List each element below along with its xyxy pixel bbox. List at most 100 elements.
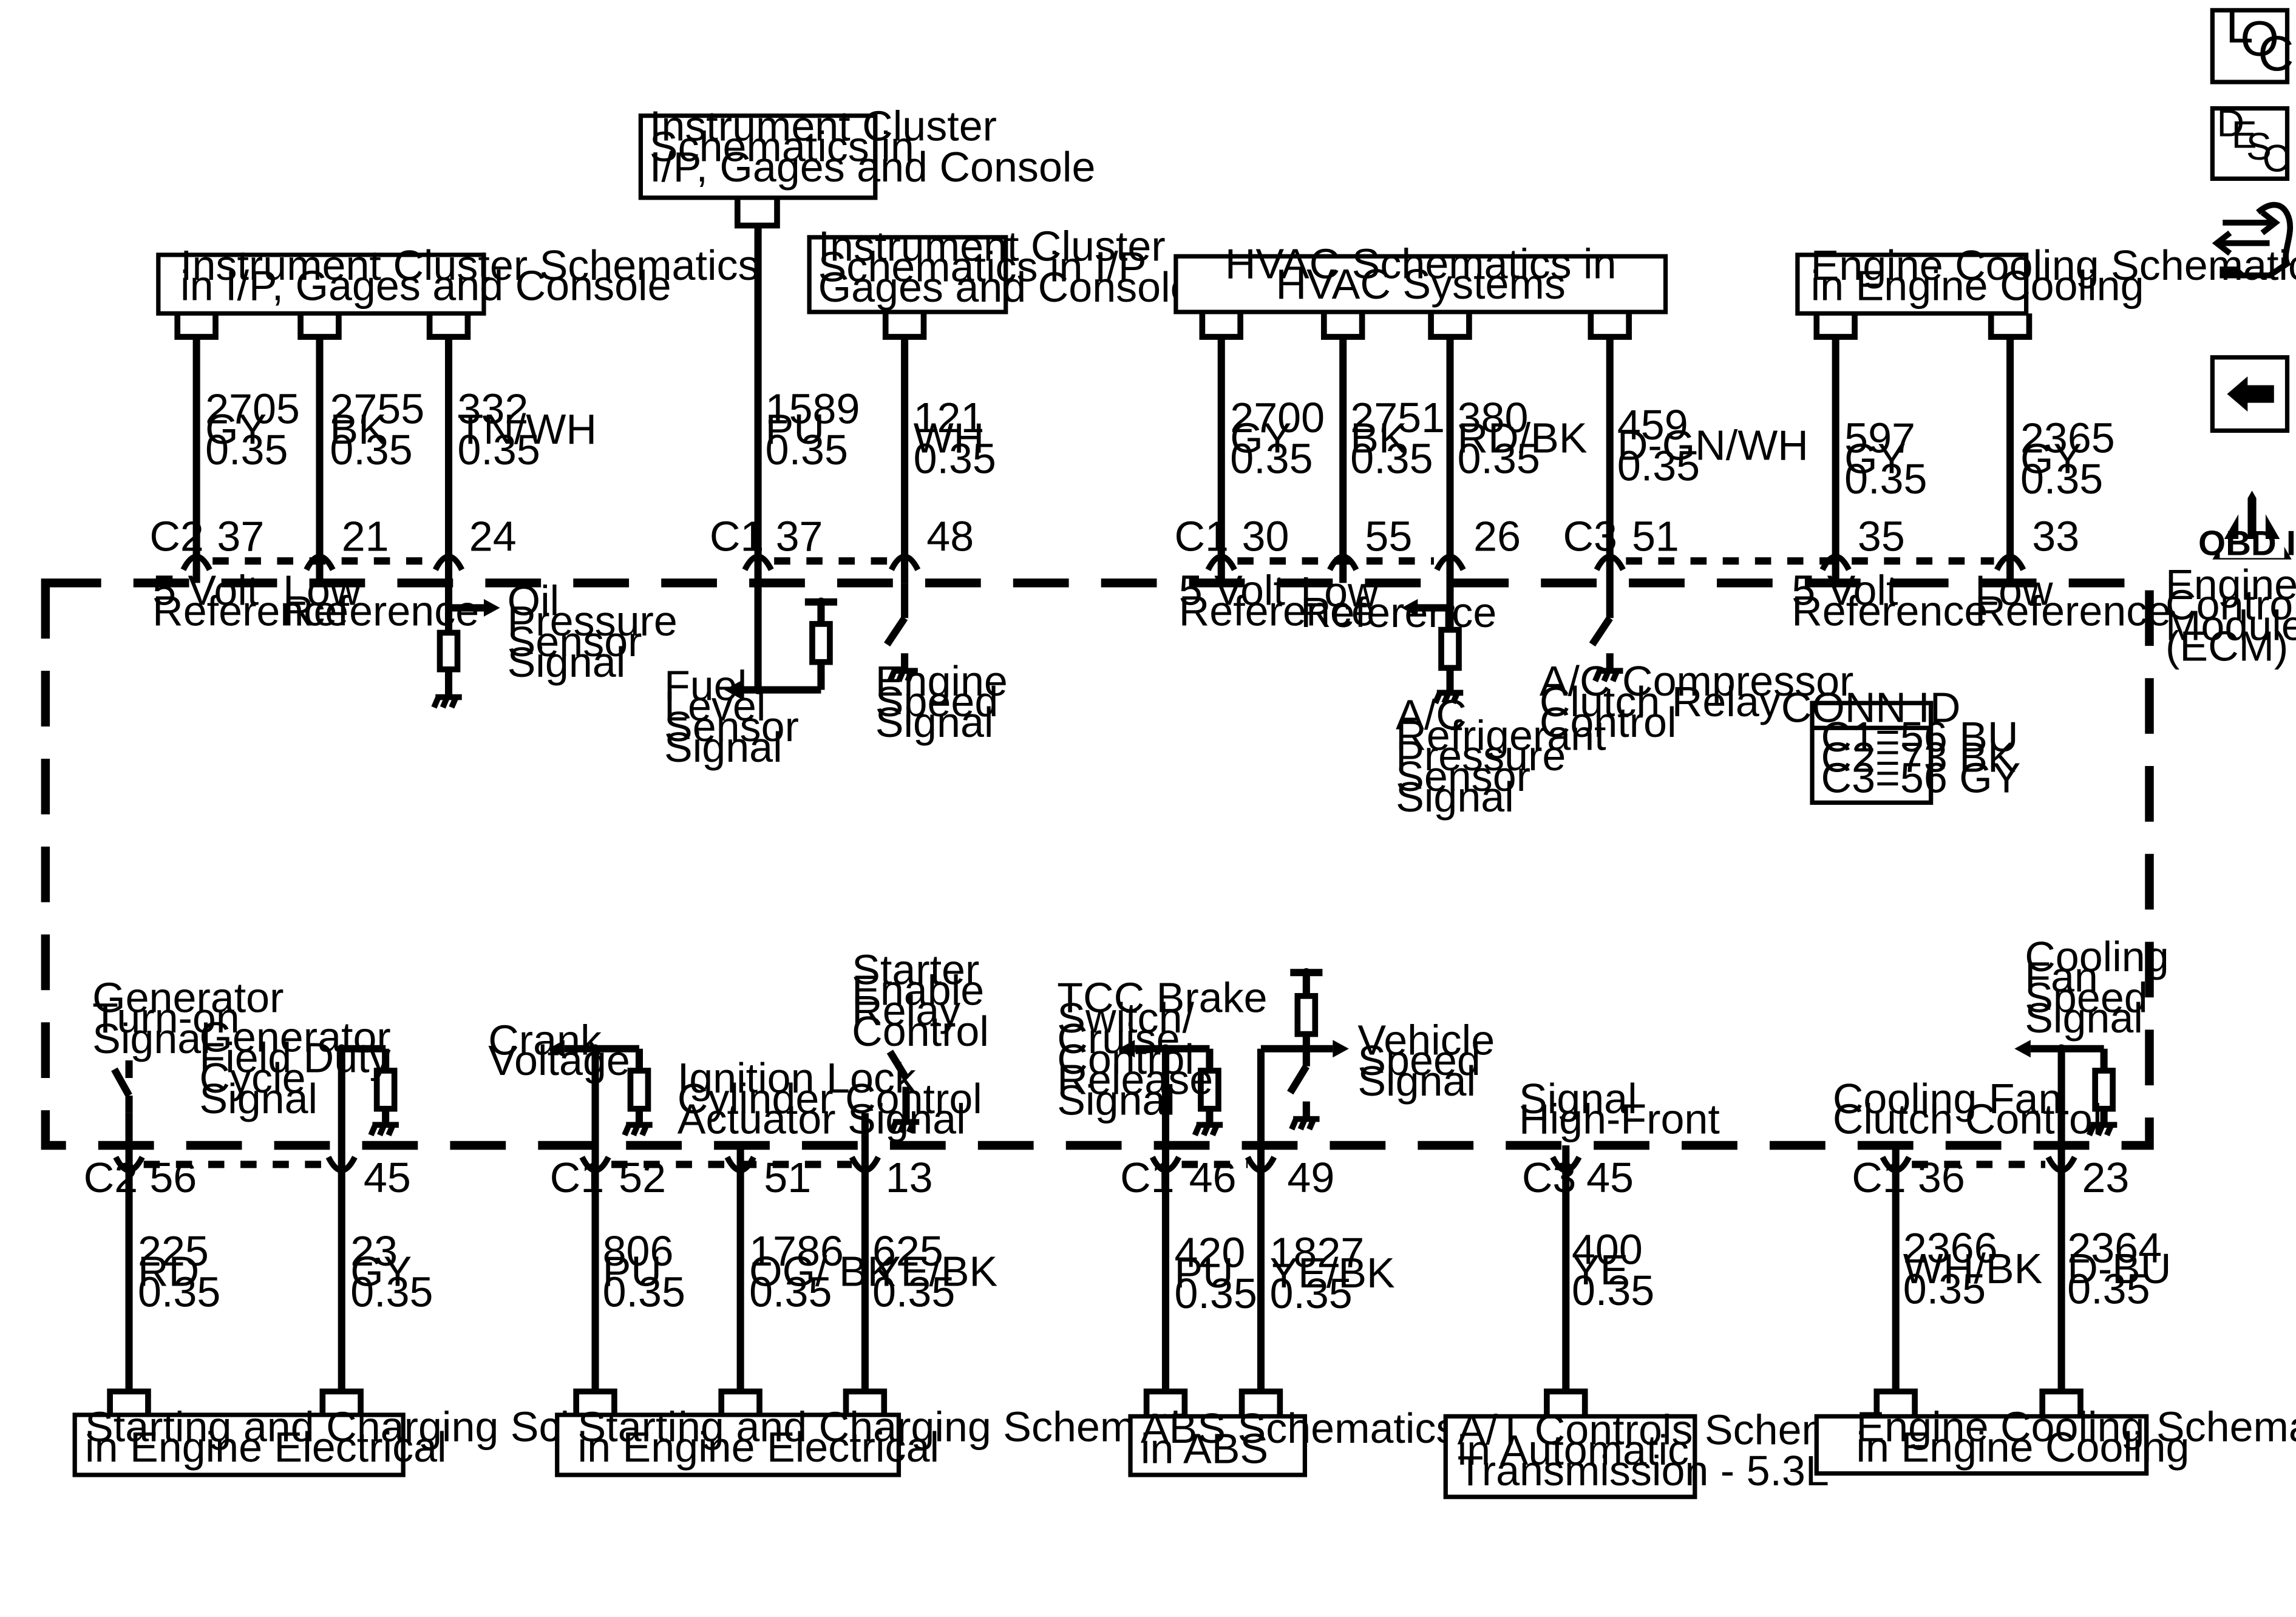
svg-text:Signal: Signal [199, 1075, 318, 1122]
svg-text:0.35: 0.35 [1174, 1270, 1257, 1317]
svg-text:33: 33 [2032, 512, 2079, 560]
svg-text:Reference: Reference [1792, 587, 1988, 634]
svg-text:Clutch Relay: Clutch Relay [1540, 678, 1781, 725]
svg-text:Reference: Reference [152, 587, 348, 634]
signal-label-bottom: TCC Brake Switch/ Cruise Control Release… [1057, 974, 1267, 1124]
top-wire-1589: 1589 PU 0.35 C1 37 [710, 225, 860, 690]
svg-text:0.35: 0.35 [766, 426, 848, 473]
conn-id-title: CONN ID [1781, 684, 1961, 731]
svg-text:0.35: 0.35 [1230, 435, 1313, 482]
svg-text:21: 21 [342, 512, 389, 560]
top-box-hvac[interactable]: HVAC Schematics in HVAC Systems [1173, 240, 1668, 314]
svg-text:GY: GY [350, 1248, 412, 1295]
signal-label-bottom: Starter Enable Relay Control [852, 946, 989, 1055]
svg-text:37: 37 [776, 512, 823, 560]
signal-label-top: Fuel Level Sensor Signal [664, 662, 799, 770]
svg-text:0.35: 0.35 [1572, 1267, 1654, 1314]
top-wire-2705: 2705 GY 0.35 C2 37 [149, 337, 300, 583]
conn-id-row: C2=73 BK [1821, 734, 2016, 781]
svg-text:Gages and Console: Gages and Console [818, 263, 1194, 311]
svg-text:YE/BK: YE/BK [1269, 1249, 1394, 1297]
svg-text:Cooling Fan: Cooling Fan [1833, 1075, 2062, 1122]
svg-text:A/C: A/C [1396, 691, 1467, 739]
svg-text:Ignition Lock: Ignition Lock [678, 1054, 917, 1102]
svg-text:PU: PU [766, 405, 824, 453]
svg-text:O: O [2240, 12, 2279, 67]
svg-text:2364: 2364 [2067, 1224, 2162, 1272]
svg-text:Signal: Signal [2025, 994, 2143, 1042]
svg-text:Release: Release [1057, 1056, 1213, 1103]
svg-text:Control: Control [1057, 1036, 1194, 1083]
connector-tool-icon[interactable] [2212, 202, 2293, 279]
svg-text:Schematics in I/P: Schematics in I/P [818, 243, 1147, 290]
bottom-wire-806: 806 PU 0.35 C1 52 [550, 1048, 685, 1392]
svg-text:Signal: Signal [1396, 773, 1514, 821]
svg-text:Reference: Reference [1975, 587, 2171, 634]
svg-text:332: 332 [458, 385, 529, 432]
svg-text:Vehicle: Vehicle [1357, 1016, 1495, 1063]
svg-text:BK: BK [330, 405, 386, 453]
svg-text:GY: GY [2020, 435, 2082, 482]
svg-text:C1: C1 [550, 1154, 605, 1201]
svg-text:in I/P, Gages and Console: in I/P, Gages and Console [180, 262, 671, 310]
svg-text:Starter: Starter [852, 946, 979, 994]
oil-pressure-circuit [431, 598, 500, 709]
top-wire-121: 121 WH 0.35 48 [889, 337, 996, 583]
svg-text:GY: GY [1230, 415, 1291, 462]
bottom-box-engine-cooling[interactable]: Engine Cooling Schematics in Engine Cool… [1814, 1403, 2296, 1476]
svg-text:400: 400 [1572, 1225, 1643, 1273]
top-box-instrument-cluster-1[interactable]: Instrument Cluster Schematics in I/P, Ga… [156, 242, 759, 316]
svg-text:Relay: Relay [852, 987, 960, 1034]
bottom-wire-2364: 2364 D-BU 0.35 23 [2045, 1048, 2171, 1392]
cooling-fan-speed-circuit [2014, 1040, 2118, 1137]
signal-label-bottom: Generator Field Duty Cycle Signal [199, 1014, 390, 1122]
ecm-label: Engine Control Module (ECM) [2165, 561, 2296, 670]
svg-text:Starting and Charging Schemati: Starting and Charging Schematics [578, 1403, 1223, 1450]
signal-label-bottom: Crank Voltage [488, 1016, 630, 1084]
signal-label-bottom: Generator Turn-on Signal [92, 974, 284, 1062]
bottom-box-starting-charging-2[interactable]: Starting and Charging Schematics in Engi… [555, 1403, 1223, 1477]
svg-text:Speed: Speed [875, 678, 999, 725]
svg-text:Control: Control [2165, 581, 2296, 629]
back-arrow-button[interactable] [2210, 355, 2290, 433]
svg-text:0.35: 0.35 [458, 426, 540, 473]
bottom-box-at-controls[interactable]: A/T Controls Schematics in Automatic Tra… [1443, 1406, 1924, 1499]
loc-button[interactable]: L O C [2210, 0, 2294, 84]
signal-label-bottom: Ignition Lock Cylinder Control Actuator … [678, 1054, 982, 1143]
svg-text:C: C [2258, 26, 2294, 81]
svg-text:Pressure: Pressure [1396, 732, 1566, 779]
fuel-level-circuit [724, 597, 838, 699]
svg-text:RD: RD [138, 1248, 199, 1295]
svg-text:Low: Low [1300, 568, 1379, 615]
svg-text:Refrigerant: Refrigerant [1396, 712, 1606, 759]
desc-button[interactable]: D E S C [2210, 102, 2290, 181]
svg-text:Engine Cooling Schematics: Engine Cooling Schematics [1856, 1403, 2296, 1450]
top-box-instrument-cluster-3[interactable]: Instrument Cluster Schematics in I/P Gag… [807, 223, 1194, 314]
svg-text:BK: BK [1350, 415, 1407, 462]
bottom-box-abs[interactable]: ABS Schematics in ABS [1128, 1405, 1457, 1477]
signal-label-top: Low Reference [283, 567, 479, 635]
svg-text:48: 48 [926, 512, 974, 560]
signal-label-top: 5 Volt Reference [1792, 567, 1988, 635]
svg-text:24: 24 [469, 512, 517, 560]
svg-text:in ABS: in ABS [1141, 1425, 1268, 1473]
conn-id-row: C1=56 BU [1821, 713, 2019, 761]
svg-text:Turn-on: Turn-on [92, 994, 240, 1042]
top-box-instrument-cluster-2[interactable]: Instrument Cluster Schematics in I/P, Ga… [638, 103, 1095, 200]
svg-text:225: 225 [138, 1227, 209, 1275]
svg-text:0.35: 0.35 [1458, 435, 1540, 482]
svg-text:Signal: Signal [875, 699, 994, 746]
svg-text:55: 55 [1365, 512, 1412, 560]
svg-text:HVAC Systems: HVAC Systems [1276, 260, 1566, 308]
svg-text:0.35: 0.35 [749, 1268, 832, 1315]
engine-speed-circuit [884, 583, 918, 682]
signal-label-top: Engine Speed Signal [875, 657, 1008, 746]
svg-text:13: 13 [886, 1154, 933, 1201]
svg-text:Engine: Engine [2165, 561, 2296, 608]
svg-text:D-GN/WH: D-GN/WH [1617, 422, 1809, 469]
svg-text:Sensor: Sensor [664, 703, 799, 750]
svg-text:C3: C3 [1563, 512, 1617, 560]
svg-text:459: 459 [1617, 401, 1688, 449]
top-box-engine-cooling[interactable]: Engine Cooling Schematics in Engine Cool… [1795, 242, 2296, 316]
svg-text:1827: 1827 [1269, 1229, 1364, 1276]
